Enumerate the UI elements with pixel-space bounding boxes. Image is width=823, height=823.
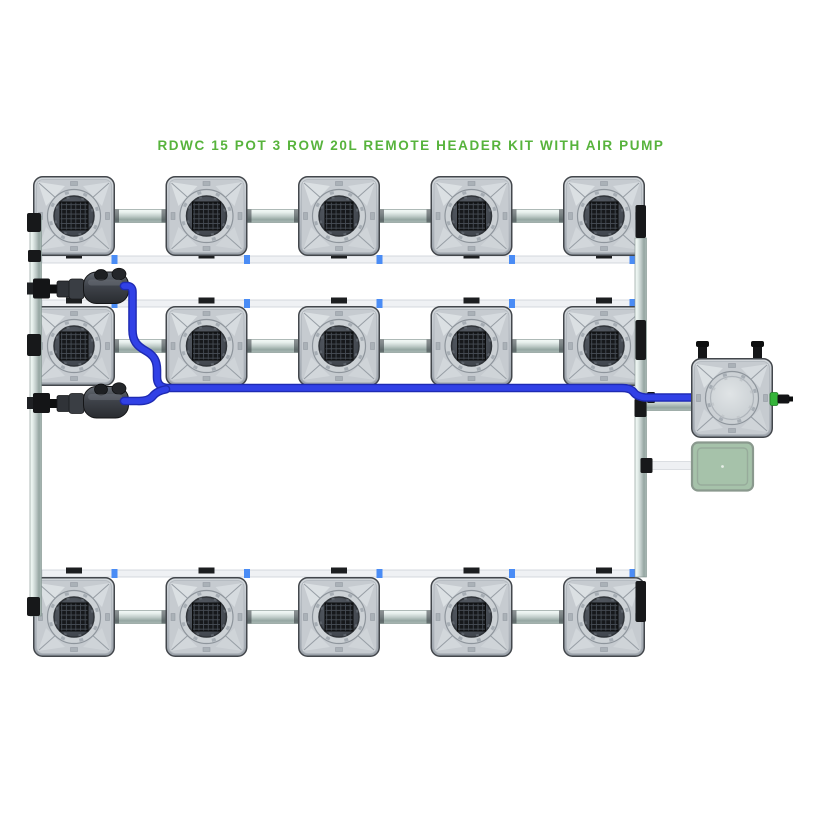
- header-lid: [709, 375, 755, 421]
- pot-grid: [34, 177, 645, 657]
- pot: [431, 307, 512, 386]
- pot: [34, 578, 115, 657]
- pump-valve-assembly-2: [26, 382, 129, 419]
- header-tank: [690, 341, 793, 439]
- airline-tube: [646, 461, 693, 470]
- blue-connectors: [111, 569, 636, 578]
- pot: [34, 307, 115, 386]
- blue-connectors: [111, 255, 636, 264]
- header-posts: [696, 341, 764, 360]
- air-pump: [690, 441, 755, 492]
- airline-clip: [640, 458, 653, 473]
- pipe-clips: [66, 567, 612, 574]
- pot: [299, 307, 380, 386]
- pot: [34, 177, 115, 256]
- pot: [166, 177, 247, 256]
- pot: [564, 177, 645, 256]
- pot: [166, 307, 247, 386]
- pump-valve-assembly-1: [26, 267, 129, 304]
- pot: [166, 578, 247, 657]
- page-title: RDWC 15 POT 3 ROW 20L REMOTE HEADER KIT …: [157, 138, 664, 153]
- pot: [299, 578, 380, 657]
- left-riser-pipe: [29, 215, 42, 617]
- pot: [431, 578, 512, 657]
- white-pipe-row-3: [41, 567, 641, 578]
- pot: [431, 177, 512, 256]
- blue-tube-run: [119, 281, 696, 406]
- pot: [564, 307, 645, 386]
- pot: [299, 177, 380, 256]
- pot: [564, 578, 645, 657]
- pipe-fittings: [27, 205, 655, 622]
- pipe-clips: [66, 297, 612, 304]
- header-side-fitting: [769, 392, 793, 406]
